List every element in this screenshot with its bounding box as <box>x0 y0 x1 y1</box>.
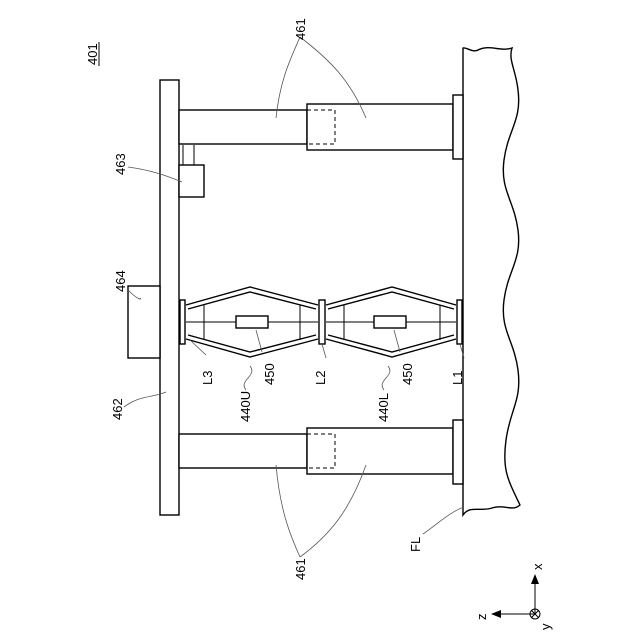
label-440l: 440L <box>376 393 391 422</box>
scissor-unit-440l <box>326 287 456 357</box>
axis-label-y: y <box>538 623 553 630</box>
axis-label-z: z <box>474 614 489 621</box>
element-450-upper <box>236 316 268 328</box>
actuator-461-lower <box>179 420 463 484</box>
label-464: 464 <box>113 270 128 292</box>
label-fl: FL <box>408 537 423 552</box>
part-463 <box>179 165 204 197</box>
actuator-461-upper <box>179 95 463 159</box>
label-461-top: 461 <box>293 18 308 40</box>
label-l1: L1 <box>450 371 465 385</box>
label-450-upper: 450 <box>262 363 277 385</box>
label-figure-number: 401 <box>85 43 100 65</box>
scissor-unit-440u <box>186 287 318 357</box>
label-l3: L3 <box>200 371 215 385</box>
part-464 <box>128 286 160 358</box>
label-440u: 440U <box>238 391 253 422</box>
layer-l2 <box>319 300 325 344</box>
label-450-lower: 450 <box>400 363 415 385</box>
floor-fl <box>463 48 520 515</box>
label-461-bottom: 461 <box>293 558 308 580</box>
label-l2: L2 <box>313 371 328 385</box>
layer-l3 <box>180 300 185 344</box>
axis-label-x: x <box>530 563 545 570</box>
layer-l1 <box>457 300 462 344</box>
label-463: 463 <box>113 153 128 175</box>
label-462: 462 <box>110 398 125 420</box>
element-450-lower <box>374 316 406 328</box>
plate-462 <box>160 80 179 515</box>
axis-indicator: x z y <box>474 563 553 630</box>
